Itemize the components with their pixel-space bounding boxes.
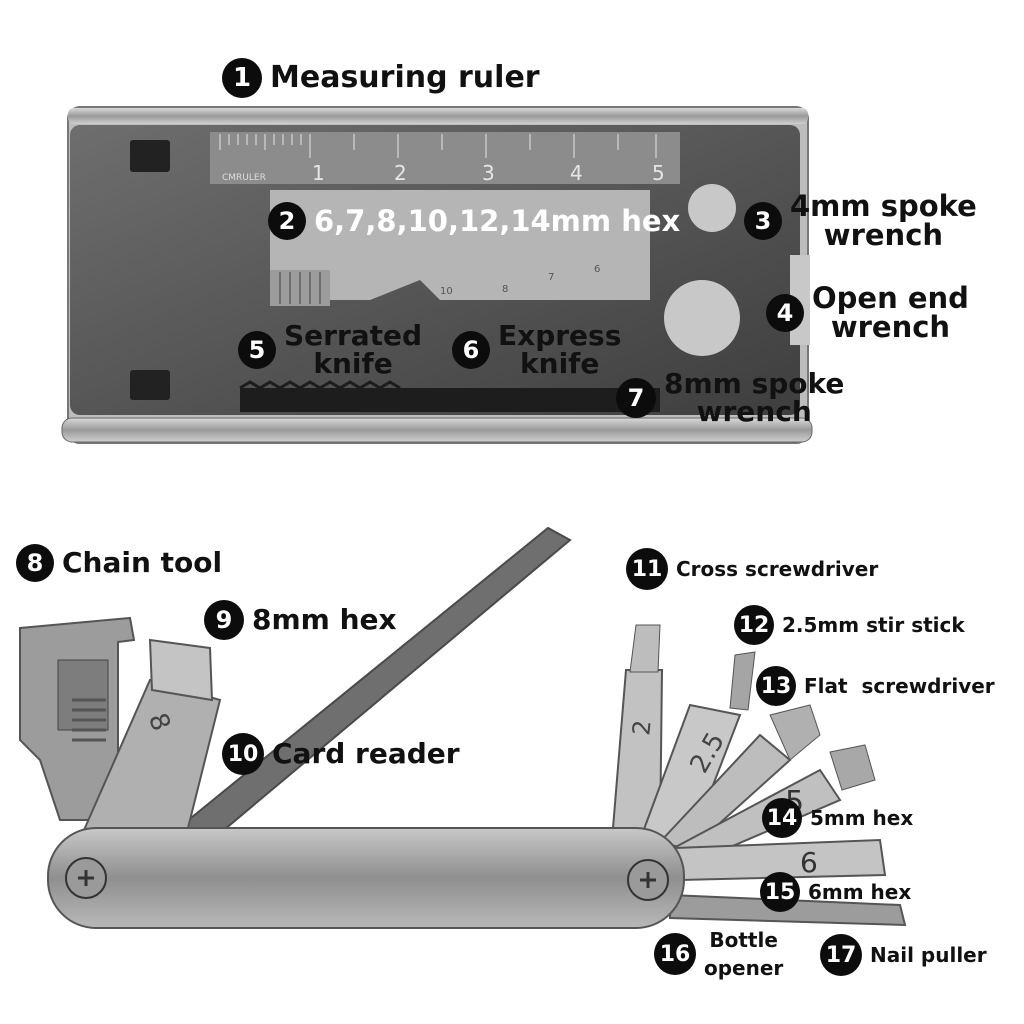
callout-5mm-hex: 14 5mm hex xyxy=(762,798,913,838)
cross-screwdriver-marking: 2 xyxy=(627,719,656,737)
callout-label: Express knife xyxy=(498,322,621,378)
spoke-wrench-4mm-hole xyxy=(688,184,736,232)
callout-measuring-ruler: 1 Measuring ruler xyxy=(222,58,540,98)
callout-line-1: Open end xyxy=(812,281,969,315)
callout-line-2: wrench xyxy=(823,218,944,252)
callout-line-2: wrench xyxy=(830,310,951,344)
callout-line-1: Express xyxy=(498,319,622,352)
callout-cross-screwdriver: 11 Cross screwdriver xyxy=(626,548,878,590)
callout-label: Flat screwdriver xyxy=(804,674,995,698)
card-reader-bar xyxy=(168,526,572,852)
opened-multitool: 8 2 2.5 5 6 xyxy=(19,526,907,929)
callout-label: Measuring ruler xyxy=(270,60,540,95)
callout-number-4: 4 xyxy=(766,294,804,332)
callout-label: 2.5mm stir stick xyxy=(782,613,965,637)
callout-4mm-spoke-wrench: 3 4mm spoke wrench xyxy=(744,192,977,250)
handle-screw-right-slot xyxy=(640,872,656,888)
callout-number-10: 10 xyxy=(222,733,264,775)
callout-number-3: 3 xyxy=(744,202,782,240)
ruler-num-1: 1 xyxy=(312,161,325,185)
callout-label: Nail puller xyxy=(870,943,987,967)
hex-8mm-shape: 8 xyxy=(82,638,222,862)
callout-chain-tool: 8 Chain tool xyxy=(16,544,222,582)
main-handle xyxy=(47,827,685,929)
ruler-ticks xyxy=(219,134,657,158)
hex-wrench-cutout xyxy=(270,190,650,300)
handle-screw-left-slot xyxy=(78,870,94,886)
callout-bottle-opener: 16 Bottle opener xyxy=(654,930,783,978)
callout-express-knife: 6 Express knife xyxy=(452,322,621,378)
callout-line-1: 4mm spoke xyxy=(790,189,977,223)
callout-8mm-spoke-wrench: 7 8mm spoke wrench xyxy=(616,370,844,426)
top-plate-edge xyxy=(68,108,808,124)
slot-top-left xyxy=(130,140,170,172)
callout-number-16: 16 xyxy=(654,933,696,975)
callout-label: 5mm hex xyxy=(810,806,914,830)
callout-flat-screwdriver: 13 Flat screwdriver xyxy=(756,666,995,706)
callout-number-11: 11 xyxy=(626,548,668,590)
callout-number-14: 14 xyxy=(762,798,802,838)
callout-line-1: Bottle xyxy=(709,928,778,952)
hex-6mm-marking: 6 xyxy=(800,846,818,879)
callout-stir-stick: 12 2.5mm stir stick xyxy=(734,605,965,645)
open-end-wrench-hole xyxy=(664,280,740,356)
callout-number-1: 1 xyxy=(222,58,262,98)
serrated-edge xyxy=(239,380,401,390)
ruler-strip xyxy=(210,132,680,184)
callout-line-2: opener xyxy=(704,956,784,980)
callout-number-5: 5 xyxy=(238,331,276,369)
callout-open-end-wrench: 4 Open end wrench xyxy=(766,284,969,342)
callout-8mm-hex: 9 8mm hex xyxy=(204,600,397,640)
callout-label: 6mm hex xyxy=(808,880,912,904)
callout-line-2: knife xyxy=(520,347,600,380)
hex-size-10: 10 xyxy=(440,286,453,297)
callout-number-17: 17 xyxy=(820,934,862,976)
screwdriver-fan: 2 2.5 5 6 xyxy=(610,624,907,927)
hex-size-7: 7 xyxy=(548,272,554,283)
callout-label: Serrated knife xyxy=(284,322,422,378)
callout-serrated-knife: 5 Serrated knife xyxy=(238,322,422,378)
callout-number-8: 8 xyxy=(16,544,54,582)
ruler-brand: CMRULER xyxy=(222,173,266,183)
callout-hex-wrench: 2 6,7,8,10,12,14mm hex xyxy=(268,202,680,240)
callout-number-2: 2 xyxy=(268,202,306,240)
callout-number-7: 7 xyxy=(616,378,656,418)
callout-label: Card reader xyxy=(272,737,460,770)
callout-6mm-hex: 15 6mm hex xyxy=(760,872,911,912)
bottom-plate xyxy=(61,417,813,443)
callout-line-1: 8mm spoke xyxy=(664,367,845,400)
callout-line-2: wrench xyxy=(696,395,812,428)
chain-tool-shape xyxy=(19,616,136,821)
ruler-num-4: 4 xyxy=(570,161,583,185)
callout-label: 8mm spoke wrench xyxy=(664,370,844,426)
callout-number-13: 13 xyxy=(756,666,796,706)
callout-label: 6,7,8,10,12,14mm hex xyxy=(314,203,681,238)
callout-label: Chain tool xyxy=(62,546,223,579)
callout-number-6: 6 xyxy=(452,331,490,369)
serrated-knife-blade xyxy=(240,388,660,412)
hex-size-8: 8 xyxy=(502,284,508,295)
callout-line-1: Serrated xyxy=(284,319,423,352)
ruler-num-2: 2 xyxy=(394,161,407,185)
callout-card-reader: 10 Card reader xyxy=(222,733,460,775)
thread-lines xyxy=(279,272,321,304)
callout-number-12: 12 xyxy=(734,605,774,645)
callout-label: 8mm hex xyxy=(252,603,397,636)
callout-nail-puller: 17 Nail puller xyxy=(820,934,987,976)
callout-label: Bottle opener xyxy=(704,930,783,978)
slot-bottom-left xyxy=(130,370,170,400)
callout-label: 4mm spoke wrench xyxy=(790,192,977,250)
callout-number-15: 15 xyxy=(760,872,800,912)
hex-size-6: 6 xyxy=(594,264,600,275)
ruler-num-5: 5 xyxy=(652,161,665,185)
callout-number-9: 9 xyxy=(204,600,244,640)
ruler-num-3: 3 xyxy=(482,161,495,185)
callout-line-2: knife xyxy=(313,347,393,380)
callout-label: Cross screwdriver xyxy=(676,557,879,581)
callout-label: Open end wrench xyxy=(812,284,969,342)
